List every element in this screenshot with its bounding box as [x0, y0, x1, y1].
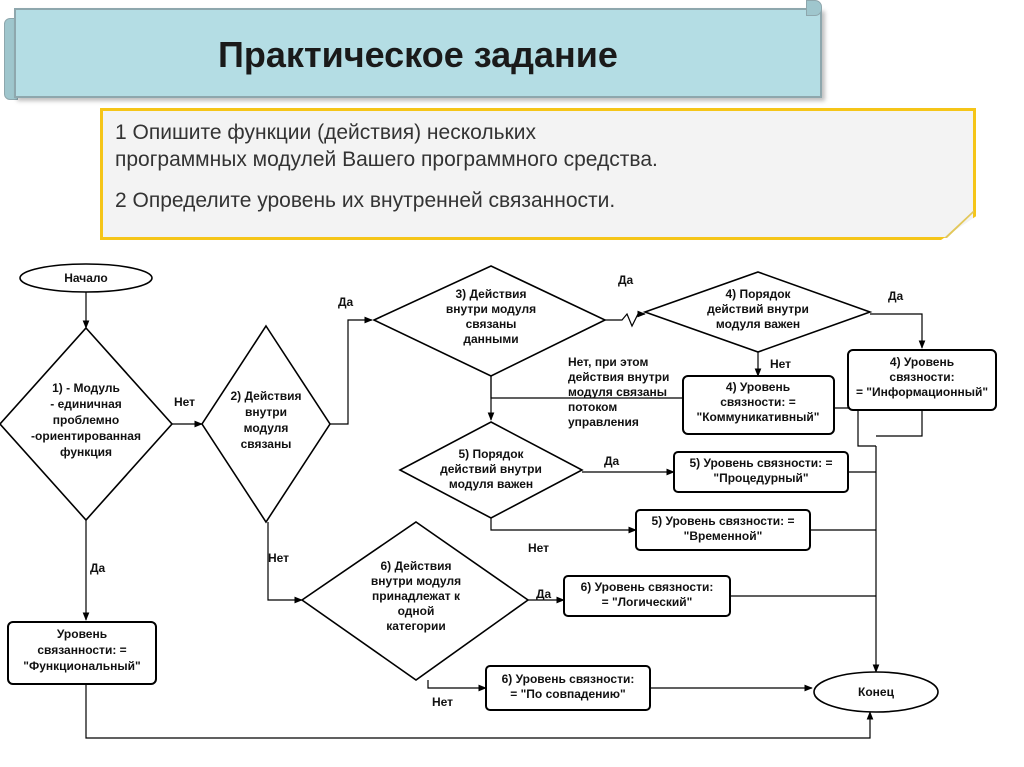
result-communicative-box	[682, 375, 835, 435]
label-no-d6: Нет	[432, 695, 453, 709]
result-temporal-text: 5) Уровень связности: ="Временной"	[651, 514, 794, 543]
task-box: 1 Опишите функции (действия) нескольких …	[100, 108, 976, 240]
label-yes-d6: Да	[536, 587, 552, 601]
result-coincidental-text: 6) Уровень связности:= "По совпадению"	[502, 672, 635, 701]
decision-4	[642, 271, 873, 353]
label-yes-informational: Да	[888, 289, 904, 303]
task-line-3: 2 Определите уровень их внутренней связа…	[115, 189, 616, 212]
result-temporal-box	[635, 509, 811, 551]
label-yes-d5: Да	[604, 454, 620, 468]
result-logical-text: 6) Уровень связности:= "Логический"	[581, 580, 714, 609]
edge-d4-informational	[870, 313, 926, 349]
edge-functional-end	[85, 684, 874, 739]
label-no-d5: Нет	[528, 541, 549, 555]
label-yes-d4: Да	[618, 273, 634, 287]
banner-curl-right	[806, 0, 822, 16]
edge-d2-d3	[330, 316, 373, 425]
connectors	[82, 292, 926, 739]
end-terminal	[813, 671, 939, 713]
decision-3	[372, 265, 607, 377]
result-logical-box	[563, 575, 731, 617]
edge-d2-d6	[267, 522, 303, 604]
result-procedural-box	[673, 451, 849, 493]
decision-2	[201, 324, 331, 524]
title-banner: Практическое задание	[14, 8, 822, 98]
result-informational-box	[847, 349, 997, 411]
result-coincidental-box	[485, 665, 651, 711]
label-no-d4: Нет	[770, 357, 791, 371]
decision-6	[300, 521, 530, 681]
edge-communicative-collector	[834, 407, 876, 447]
edge-d3-communicative	[490, 376, 683, 399]
result-functional-box	[7, 621, 157, 685]
edge-d3-d4	[605, 310, 646, 328]
label-yes-d1: Да	[90, 561, 106, 575]
task-line-2: программных модулей Вашего программного …	[115, 148, 658, 171]
slide-title: Практическое задание	[218, 34, 618, 75]
edge-d5-temporal	[490, 518, 637, 534]
label-no-d1: Нет	[174, 395, 195, 409]
label-no-d2: Нет	[268, 551, 289, 565]
task-line-1: 1 Опишите функции (действия) нескольких	[115, 121, 536, 144]
decision-5	[398, 421, 584, 519]
edge-d6-coincidental	[427, 680, 487, 692]
edge-informational-collector	[876, 410, 923, 437]
start-label: Начало	[64, 271, 107, 285]
end-label: Конец	[858, 685, 895, 699]
label-yes-d3: Да	[338, 295, 354, 309]
result-procedural-text: 5) Уровень связности: ="Процедурный"	[689, 456, 832, 485]
decision-1	[0, 326, 174, 522]
start-terminal	[19, 263, 153, 293]
